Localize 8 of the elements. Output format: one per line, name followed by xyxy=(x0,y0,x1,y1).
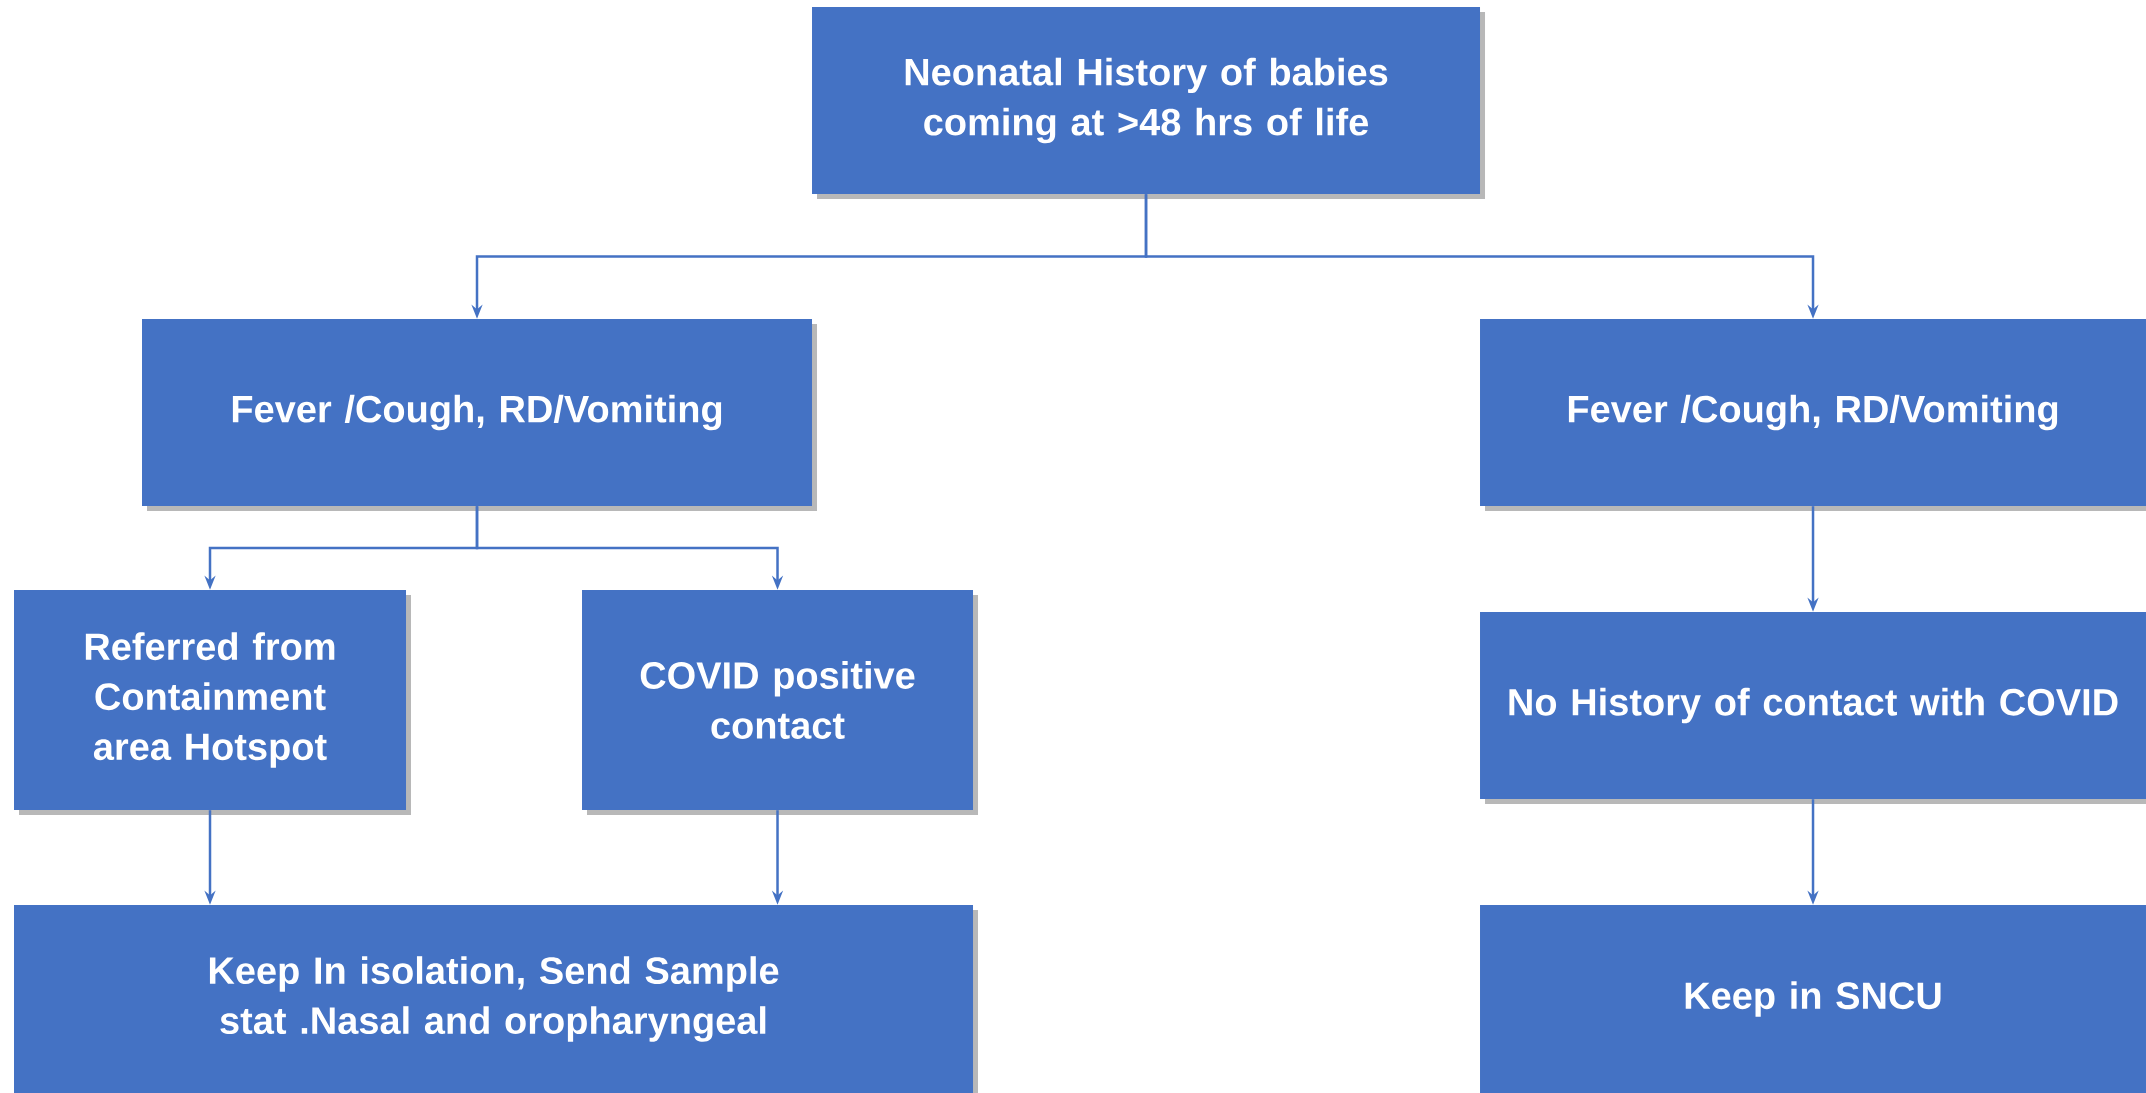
process-box: No History of contact with COVID xyxy=(1480,612,2146,804)
process-box: Fever /Cough, RD/Vomiting xyxy=(142,319,817,511)
process-box: Keep in SNCU xyxy=(1480,905,2146,1093)
process-box: COVID positive contact xyxy=(582,590,978,815)
process-box: Neonatal History of babies coming at >48 hrs of life xyxy=(812,7,1485,199)
process-box: Fever /Cough, RD/Vomiting xyxy=(1480,319,2146,511)
process-box: Keep In isolation, Send Sample stat .Nasal and oropharyngeal xyxy=(14,905,978,1093)
process-box: Referred from Containment area Hotspot xyxy=(14,590,411,815)
